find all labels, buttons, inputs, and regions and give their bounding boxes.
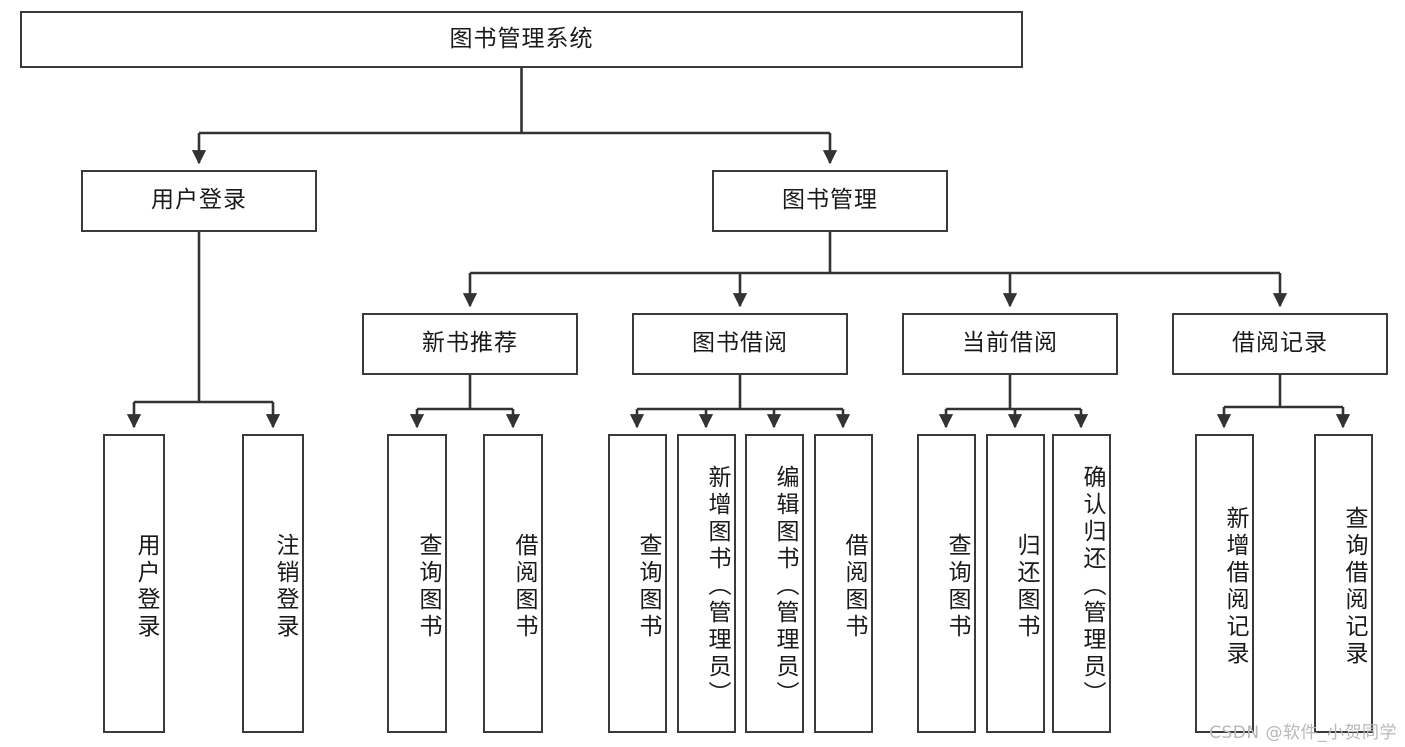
leaf-confirm-return-admin[interactable]: 确认归还（管理员）: [1052, 434, 1111, 733]
node-label: 编辑图书（管理员）: [772, 465, 798, 708]
node-label: 查询图书: [635, 532, 661, 641]
leaf-query-borrow-record[interactable]: 查询借阅记录: [1314, 434, 1373, 733]
node-label: 图书管理系统: [449, 25, 594, 52]
node-label: 查询图书: [944, 532, 970, 641]
leaf-query-books-borrow[interactable]: 查询图书: [608, 434, 667, 733]
node-user-login[interactable]: 用户登录: [81, 170, 317, 232]
node-label: 新增借阅记录: [1222, 505, 1248, 668]
node-label: 归还图书: [1013, 532, 1039, 641]
leaf-logout[interactable]: 注销登录: [242, 434, 304, 733]
node-label: 用户登录: [151, 187, 247, 214]
leaf-return-books[interactable]: 归还图书: [986, 434, 1045, 733]
leaf-borrow-books-newbook[interactable]: 借阅图书: [483, 434, 543, 733]
leaf-add-borrow-record[interactable]: 新增借阅记录: [1195, 434, 1254, 733]
node-current-borrowing[interactable]: 当前借阅: [902, 313, 1118, 375]
node-label: 当前借阅: [962, 330, 1058, 357]
node-book-borrowing[interactable]: 图书借阅: [632, 313, 848, 375]
node-root-book-management-system[interactable]: 图书管理系统: [20, 11, 1023, 68]
node-book-management[interactable]: 图书管理: [712, 170, 948, 232]
node-new-book-recommendation[interactable]: 新书推荐: [362, 313, 578, 375]
watermark: CSDN @软件_小贺同学: [1209, 723, 1397, 743]
node-label: 新书推荐: [422, 330, 518, 357]
node-label: 借阅图书: [841, 532, 867, 641]
node-label: 注销登录: [272, 532, 298, 641]
leaf-edit-book-admin[interactable]: 编辑图书（管理员）: [745, 434, 804, 733]
node-label: 确认归还（管理员）: [1079, 465, 1105, 708]
node-label: 查询借阅记录: [1341, 505, 1367, 668]
node-borrow-records[interactable]: 借阅记录: [1172, 313, 1388, 375]
node-label: 借阅记录: [1232, 330, 1328, 357]
leaf-query-books-newbook[interactable]: 查询图书: [387, 434, 447, 733]
node-label: 新增图书（管理员）: [704, 465, 730, 708]
node-label: 借阅图书: [511, 532, 537, 641]
node-label: 图书管理: [782, 187, 878, 214]
leaf-query-books-current[interactable]: 查询图书: [917, 434, 976, 733]
leaf-borrow-books[interactable]: 借阅图书: [814, 434, 873, 733]
leaf-add-book-admin[interactable]: 新增图书（管理员）: [677, 434, 736, 733]
node-label: 图书借阅: [692, 330, 788, 357]
node-label: 查询图书: [415, 532, 441, 641]
leaf-user-login[interactable]: 用户登录: [103, 434, 165, 733]
node-label: 用户登录: [133, 532, 159, 641]
